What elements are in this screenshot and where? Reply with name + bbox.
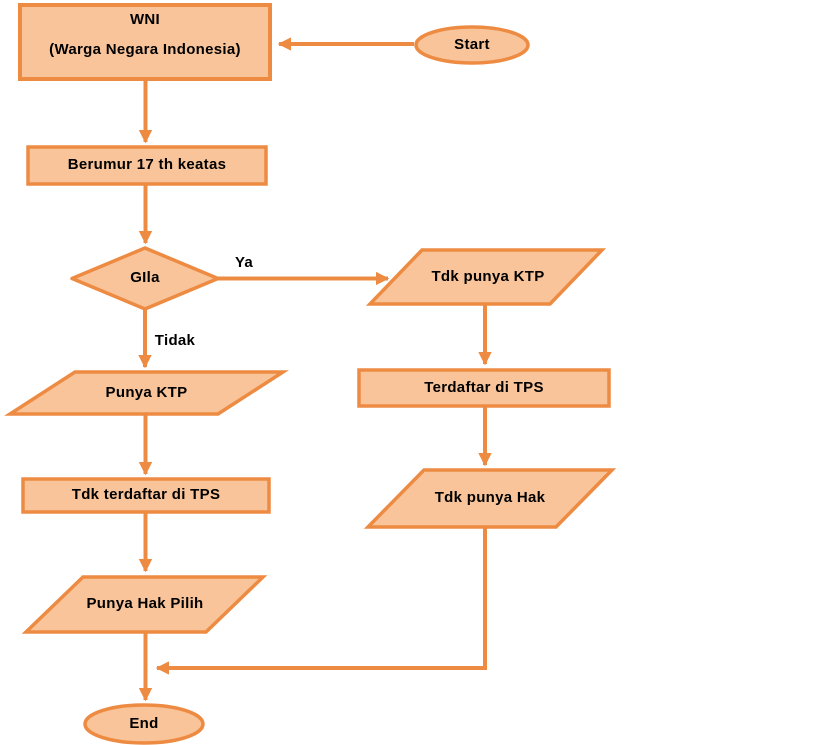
node-gila-decision [70, 246, 220, 311]
connector-tdk-punya-hak-to-join [155, 527, 487, 675]
node-tdk-punya-ktp [365, 248, 607, 306]
node-tdk-punya-hak [363, 468, 617, 529]
node-punya-hak-pilih [21, 575, 268, 634]
node-wni [18, 3, 272, 81]
node-tdk-terdaftar-tps [21, 477, 271, 514]
node-berumur [26, 145, 268, 186]
node-start [414, 25, 530, 65]
node-terdaftar-tps [357, 368, 611, 408]
node-punya-ktp [4, 370, 289, 416]
node-end [83, 703, 205, 745]
